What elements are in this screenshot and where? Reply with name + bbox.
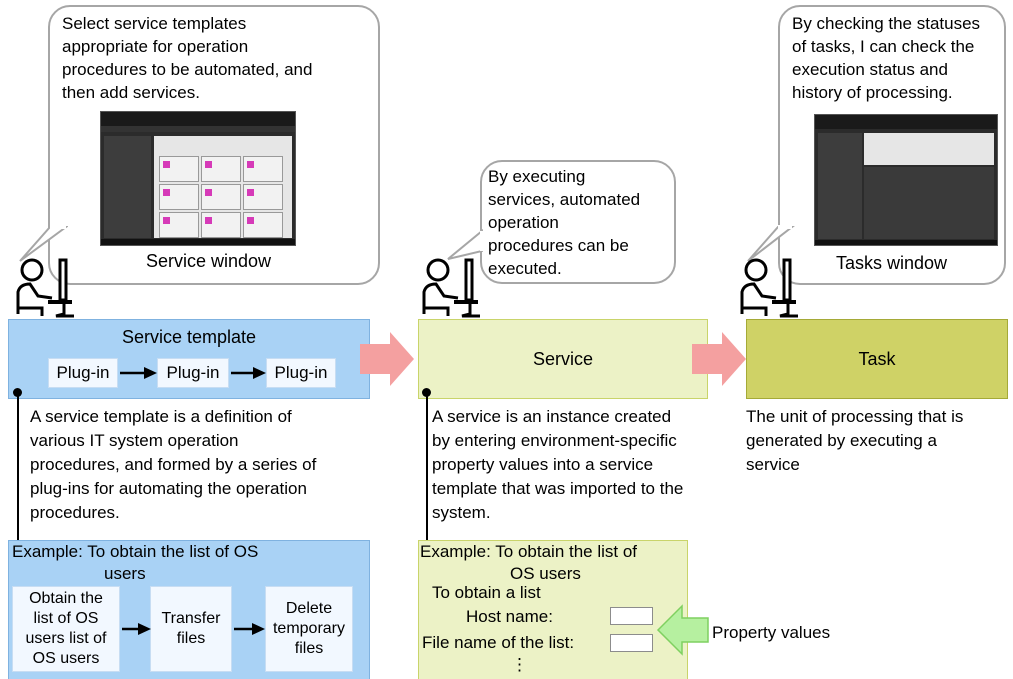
- user-at-computer-icon: [422, 258, 480, 318]
- service-window-screenshot: [100, 111, 296, 246]
- file-name-field[interactable]: [610, 634, 653, 652]
- property-values-label: Property values: [712, 623, 831, 642]
- left-bubble-text: Select service templates appropriate for…: [62, 14, 313, 102]
- example-step-box: Transfer files: [150, 586, 232, 672]
- service-example-title: Example: To obtain the list of OS users: [420, 542, 638, 583]
- service-window-caption: Service window: [146, 251, 272, 271]
- service-box: Service: [418, 319, 708, 399]
- right-bubble-tail: [747, 225, 795, 262]
- host-name-field[interactable]: [610, 607, 653, 625]
- pink-flow-arrow: [692, 332, 746, 386]
- task-description: The unit of processing that is generated…: [746, 407, 964, 474]
- middle-bubble-tail: [447, 228, 484, 260]
- task-box: Task: [746, 319, 1008, 399]
- pink-flow-arrow: [360, 332, 414, 386]
- user-at-computer-icon: [740, 258, 798, 318]
- connector-line: [426, 392, 428, 540]
- right-bubble-text: By checking the statuses of tasks, I can…: [792, 14, 981, 102]
- example-step-box: Obtain the list of OS users list of OS u…: [12, 586, 120, 672]
- plugin-arrow: [120, 367, 157, 379]
- middle-bubble-text: By executing services, automated operati…: [488, 167, 641, 278]
- user-at-computer-icon: [16, 258, 74, 318]
- left-bubble-tail: [19, 225, 68, 262]
- tasks-window-screenshot: [814, 114, 998, 246]
- tasks-window-caption: Tasks window: [836, 253, 948, 273]
- service-template-example-title: Example: To obtain the list of OS users: [12, 542, 259, 583]
- service-description: A service is an instance created by ente…: [432, 407, 684, 522]
- service-template-description: A service template is a definition of va…: [30, 407, 317, 522]
- service-example-subtitle: To obtain a list: [432, 583, 541, 602]
- middle-speech-bubble: [480, 160, 676, 284]
- host-name-label: Host name:: [466, 607, 553, 626]
- connector-dot: [422, 388, 431, 397]
- file-name-label: File name of the list:: [422, 633, 575, 652]
- connector-line: [17, 392, 19, 540]
- plugin-box: Plug-in: [48, 358, 118, 388]
- example-step-box: Delete temporary files: [265, 586, 353, 672]
- connector-dot: [13, 388, 22, 397]
- example-step-arrow: [122, 623, 151, 635]
- more-fields-ellipsis: ⋮: [511, 655, 528, 674]
- plugin-box: Plug-in: [157, 358, 229, 388]
- service-template-title: Service template: [121, 327, 257, 347]
- plugin-arrow: [231, 367, 266, 379]
- example-step-arrow: [234, 623, 265, 635]
- green-callout-arrow: [656, 604, 709, 656]
- plugin-box: Plug-in: [266, 358, 336, 388]
